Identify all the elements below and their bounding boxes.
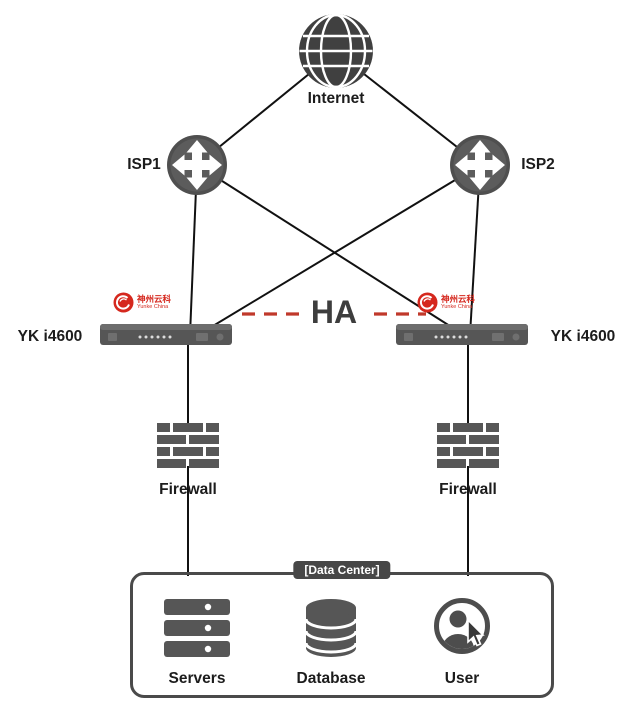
cursor-icon — [467, 618, 485, 647]
firewall-left-label: Firewall — [159, 481, 217, 498]
appliance-left-label: YK i4600 — [17, 328, 83, 345]
yunke-logo-icon — [417, 292, 438, 313]
vendor-logo-left: 神州云科 Yunke China — [113, 292, 171, 313]
isp2-router-icon — [448, 133, 512, 197]
vendor-name-en: Yunke China — [137, 304, 169, 311]
database-label: Database — [296, 670, 366, 687]
appliance-left-icon — [100, 321, 232, 348]
isp1-router-icon — [165, 133, 229, 197]
internet-globe-icon — [297, 12, 375, 90]
database-icon — [302, 597, 360, 659]
appliance-right-label: YK i4600 — [550, 328, 616, 345]
vendor-name-en: Yunke China — [441, 304, 473, 311]
user-label: User — [444, 670, 480, 687]
vendor-name-cn: 神州云科 — [137, 293, 172, 304]
vendor-logo-right: 神州云科 Yunke China — [417, 292, 475, 313]
servers-icon — [164, 599, 230, 657]
vendor-name-cn: 神州云科 — [441, 293, 476, 304]
servers-label: Servers — [168, 670, 226, 687]
firewall-left-icon — [157, 423, 219, 469]
isp1-label: ISP1 — [127, 156, 161, 173]
firewall-right-icon — [437, 423, 499, 469]
ha-label: HA — [301, 294, 367, 331]
firewall-right-label: Firewall — [439, 481, 497, 498]
appliance-right-icon — [396, 321, 528, 348]
isp2-label: ISP2 — [521, 156, 555, 173]
datacenter-badge: [Data Center] — [293, 561, 391, 579]
edge-isp2-appliance-left — [197, 164, 481, 336]
yunke-logo-icon — [113, 292, 134, 313]
internet-label: Internet — [307, 90, 365, 107]
user-icon — [433, 597, 491, 655]
